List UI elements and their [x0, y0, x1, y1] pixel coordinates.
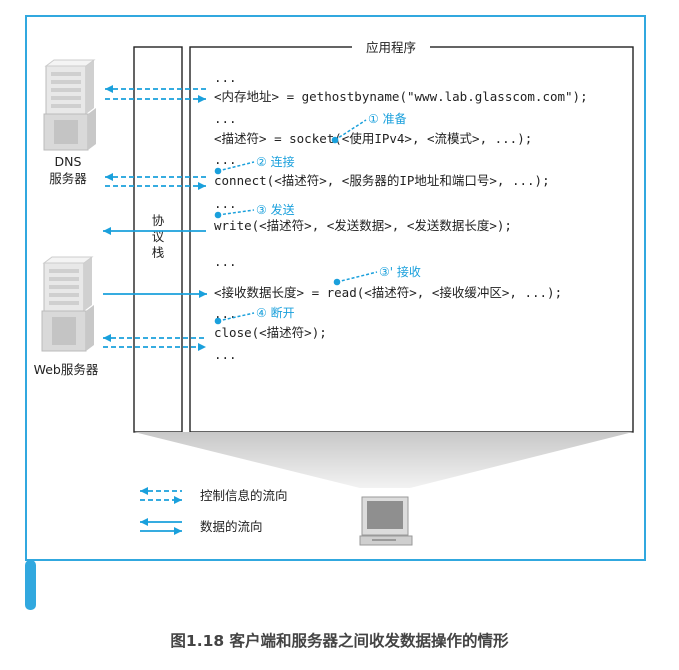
- annotation-send: ③ 发送: [214, 202, 295, 219]
- dns-control-arrows: [105, 85, 206, 103]
- code-line: ...: [214, 111, 237, 126]
- protocol-stack-char-2: 议: [152, 229, 165, 244]
- annotation-label: ③ 发送: [256, 202, 295, 217]
- code-line: ...: [214, 70, 237, 85]
- computer-icon: [359, 496, 413, 546]
- annotation-label: ② 连接: [256, 154, 295, 169]
- legend-data-label: 数据的流向: [200, 519, 263, 534]
- application-title: 应用程序: [366, 40, 416, 55]
- legend-data-arrows: [140, 518, 182, 535]
- annotation-label: ③' 接收: [379, 264, 421, 279]
- legend-control-label: 控制信息的流向: [200, 488, 288, 503]
- code-line: ...: [214, 196, 237, 211]
- dns-server-icon: [43, 59, 96, 151]
- code-line: <描述符> = socket(<使用IPv4>, <流模式>, ...);: [214, 131, 532, 146]
- code-line: connect(<描述符>, <服务器的IP地址和端口号>, ...);: [214, 173, 550, 188]
- outer-frame: [25, 15, 646, 610]
- funnel-shade: [134, 432, 633, 488]
- protocol-stack-char-1: 协: [152, 213, 165, 228]
- protocol-stack-char-3: 栈: [152, 245, 165, 260]
- code-line: write(<描述符>, <发送数据>, <发送数据长度>);: [214, 218, 512, 233]
- annotation-receive: ③' 接收: [333, 264, 421, 286]
- code-line: ...: [214, 254, 237, 269]
- code-line: <内存地址> = gethostbyname("www.lab.glasscom…: [214, 89, 588, 104]
- annotation-label: ① 准备: [368, 112, 407, 126]
- code-line: <接收数据长度> = read(<描述符>, <接收缓冲区>, ...);: [214, 285, 562, 300]
- annotation-prepare: ① 准备: [331, 112, 407, 144]
- web-server-label: Web服务器: [34, 362, 99, 377]
- legend: 控制信息的流向 数据的流向: [140, 487, 288, 535]
- connect-control-arrows: [105, 173, 206, 190]
- annotation-connect: ② 连接: [214, 154, 295, 175]
- code-line: close(<描述符>);: [214, 325, 327, 340]
- annotation-label: ④ 断开: [256, 305, 295, 320]
- dns-server-label: 服务器: [49, 171, 87, 186]
- protocol-stack-box: 协 议 栈: [133, 46, 183, 433]
- close-control-arrows: [103, 334, 206, 351]
- annotation-disconnect: ④ 断开: [214, 305, 295, 325]
- code-line: ...: [214, 152, 237, 167]
- code-listing: ... <内存地址> = gethostbyname("www.lab.glas…: [214, 70, 588, 362]
- dns-server-label: DNS: [55, 154, 82, 169]
- figure-caption: 图1.18 客户端和服务器之间收发数据操作的情形: [170, 632, 509, 650]
- legend-control-arrows: [140, 487, 182, 504]
- code-line: ...: [214, 347, 237, 362]
- code-line: ...: [214, 306, 237, 321]
- application-box: 应用程序: [189, 39, 634, 433]
- web-server-icon: [41, 256, 94, 352]
